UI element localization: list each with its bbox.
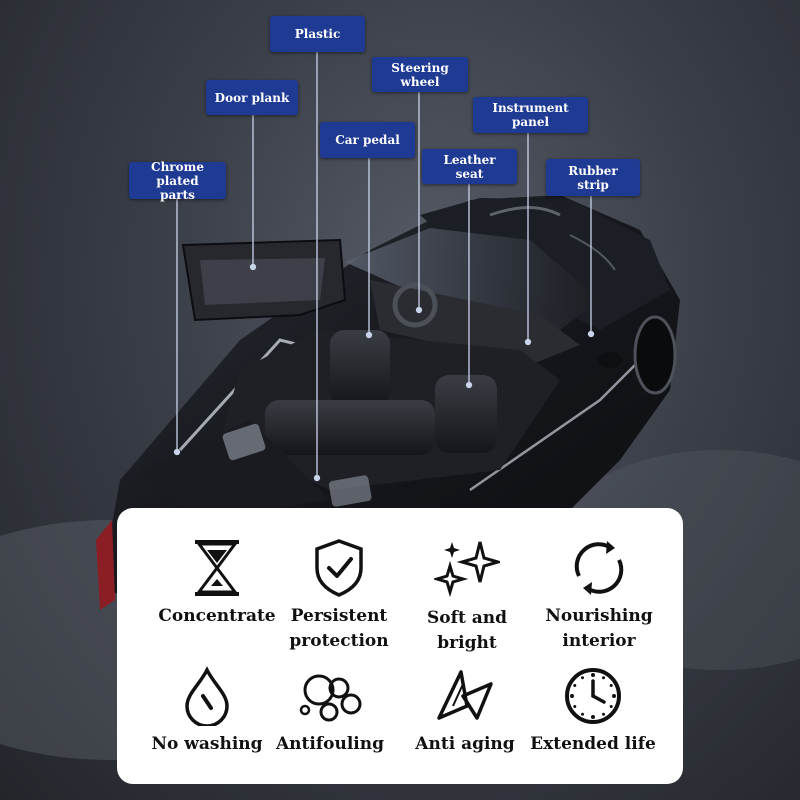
sparkle-stars-icon — [434, 541, 500, 598]
leader-dot — [249, 263, 257, 271]
feature-extended-life: Extended life — [523, 666, 663, 757]
leader-dot — [587, 330, 595, 338]
feature-label: Extended life — [530, 734, 656, 754]
feature-no-washing: No washing — [137, 666, 277, 757]
front-seat-right — [435, 375, 497, 453]
feature-concentrate: Concentrate — [147, 538, 287, 629]
features-panel: Concentrate Persistent protection Soft a… — [117, 508, 683, 784]
feature-label: Nourishing interior — [545, 606, 653, 651]
leader-dot — [173, 448, 181, 456]
feature-antifouling: Antifouling — [260, 666, 400, 757]
feature-label: Anti aging — [415, 734, 515, 754]
tail-light — [96, 520, 115, 610]
feature-anti-aging: Anti aging — [395, 666, 535, 757]
leader-dot — [313, 474, 321, 482]
steering-wheel-shape — [392, 282, 438, 328]
feature-label: No washing — [151, 734, 263, 754]
speaker-grille — [222, 423, 266, 461]
front-wheel — [633, 315, 677, 395]
callout-rubber-strip: Rubber strip — [546, 159, 640, 196]
feature-nourishing-interior: Nourishing interior — [529, 538, 669, 654]
chrome-trim — [469, 359, 641, 492]
speaker-grille — [328, 475, 372, 507]
feature-label: Soft and bright — [427, 608, 507, 653]
feature-label: Concentrate — [158, 606, 276, 626]
feature-persistent-protection: Persistent protection — [269, 538, 409, 654]
hourglass-icon — [195, 540, 239, 596]
hood-highlight — [569, 234, 616, 271]
callout-chrome-plated-parts: Chrome plated parts — [129, 160, 226, 202]
feature-label: Antifouling — [275, 734, 385, 754]
circular-arrows-icon — [574, 541, 624, 595]
callout-door-plank: Door plank — [206, 80, 298, 115]
water-drop-icon — [185, 666, 229, 726]
feature-soft-and-bright: Soft and bright — [397, 538, 537, 656]
front-seat-left — [330, 330, 390, 405]
hood-highlight — [489, 206, 561, 217]
callout-car-pedal: Car pedal — [320, 122, 415, 158]
leader-dot — [365, 331, 373, 339]
rear-deck — [140, 420, 330, 520]
leaves-icon — [437, 670, 493, 720]
bubbles-icon — [299, 674, 362, 722]
callout-instrument-panel: Instrument panel — [473, 97, 588, 133]
clock-icon — [565, 668, 621, 724]
side-mirror — [598, 352, 622, 368]
leader-dot — [465, 381, 473, 389]
door-trim — [200, 258, 325, 305]
windshield — [345, 228, 600, 330]
leader-dot — [524, 338, 532, 346]
shield-check-icon — [315, 539, 363, 597]
leader-dot — [415, 306, 423, 314]
callout-leather-seat: Leather seat — [422, 149, 517, 184]
feature-label: Persistent protection — [289, 606, 389, 651]
rear-seat — [265, 400, 435, 455]
callout-steering-wheel: Steering wheel — [372, 57, 468, 92]
callout-plastic: Plastic — [270, 16, 365, 52]
